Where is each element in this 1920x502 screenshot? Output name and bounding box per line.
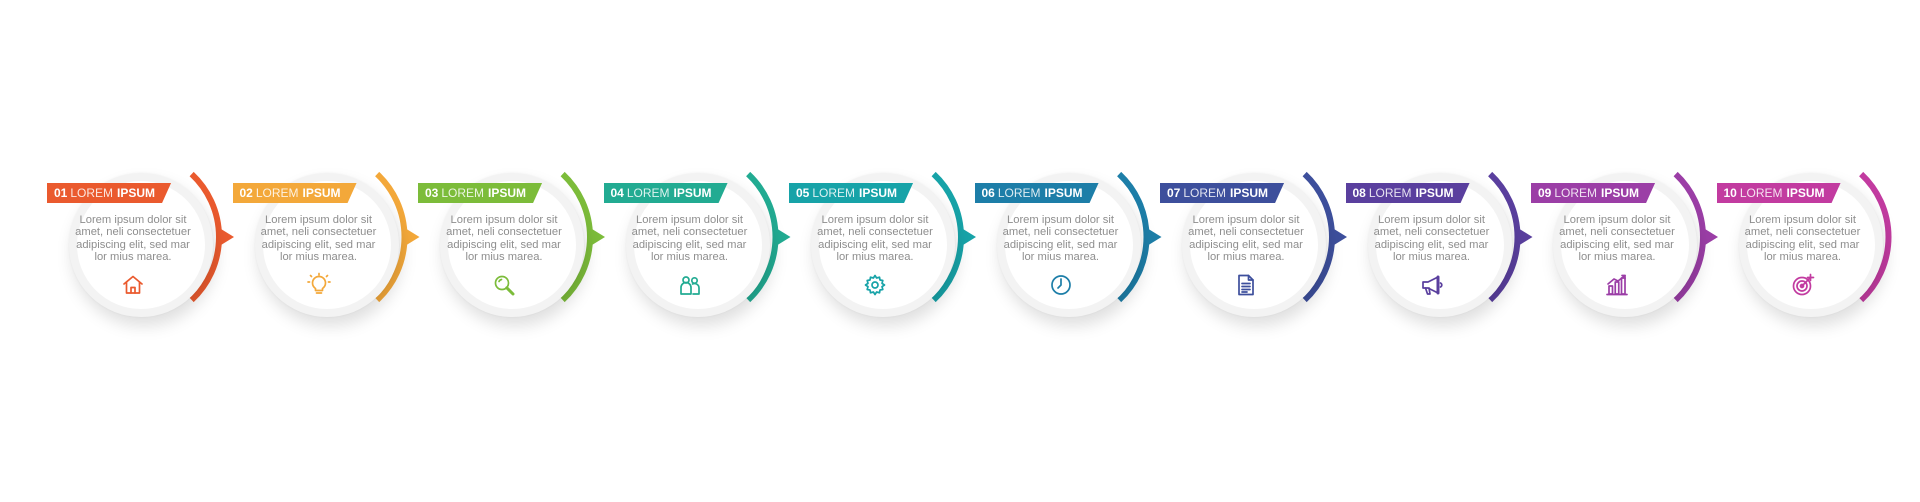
step-title-tag: 08 LOREM IPSUM xyxy=(1346,183,1470,203)
connector-arc xyxy=(189,171,222,303)
step-title-tag: 01 LOREM IPSUM xyxy=(47,183,171,203)
step-4: 04 LOREM IPSUM Lorem ipsum dolor sit ame… xyxy=(690,0,770,502)
connector-arc xyxy=(375,171,408,303)
arrow-icon xyxy=(1334,229,1347,245)
arrow-icon xyxy=(221,229,234,245)
step-3: 03 LOREM IPSUM Lorem ipsum dolor sit ame… xyxy=(504,0,584,502)
connector-arc xyxy=(560,171,593,303)
step-title-light: LOREM xyxy=(1554,186,1598,200)
step-number: 10 xyxy=(1723,186,1737,200)
arrow-icon xyxy=(1148,229,1162,245)
arrow-icon xyxy=(963,229,976,245)
step-5: 05 LOREM IPSUM Lorem ipsum dolor sit ame… xyxy=(875,0,955,502)
connector-arc xyxy=(1117,171,1150,303)
step-title-light: LOREM xyxy=(626,186,670,200)
arrow-icon xyxy=(406,229,420,245)
megaphone-icon xyxy=(1420,273,1444,297)
bar-chart-icon xyxy=(1605,273,1629,297)
users-icon xyxy=(678,273,702,297)
step-title-bold: IPSUM xyxy=(488,186,527,200)
step-description: Lorem ipsum dolor sit amet, neli consect… xyxy=(631,214,748,264)
connector-arc xyxy=(1302,171,1335,303)
step-description: Lorem ipsum dolor sit amet, neli consect… xyxy=(1373,214,1490,264)
arrow-icon xyxy=(1519,229,1533,245)
clock-icon xyxy=(1049,273,1073,297)
arrow-icon xyxy=(1705,229,1718,245)
target-icon xyxy=(1791,273,1815,297)
step-2: 02 LOREM IPSUM Lorem ipsum dolor sit ame… xyxy=(319,0,399,502)
step-title-tag: 10 LOREM IPSUM xyxy=(1717,183,1841,203)
step-title-bold: IPSUM xyxy=(859,186,898,200)
step-title-bold: IPSUM xyxy=(673,186,712,200)
step-title-bold: IPSUM xyxy=(1786,186,1825,200)
step-description: Lorem ipsum dolor sit amet, neli consect… xyxy=(446,214,562,264)
step-number: 01 xyxy=(54,186,68,200)
step-title-bold: IPSUM xyxy=(1230,186,1269,200)
step-title-tag: 04 LOREM IPSUM xyxy=(604,183,728,203)
step-6: 06 LOREM IPSUM Lorem ipsum dolor sit ame… xyxy=(1061,0,1141,502)
step-circle xyxy=(1367,173,1512,317)
arrow-icon xyxy=(592,229,605,245)
step-number: 06 xyxy=(981,186,995,200)
step-title-light: LOREM xyxy=(812,186,856,200)
step-description: Lorem ipsum dolor sit amet, neli consect… xyxy=(1559,214,1675,264)
step-title-tag: 09 LOREM IPSUM xyxy=(1531,183,1655,203)
step-title-light: LOREM xyxy=(1368,186,1412,200)
step-number: 04 xyxy=(610,186,624,200)
step-description: Lorem ipsum dolor sit amet, neli consect… xyxy=(75,214,191,264)
step-title-tag: 05 LOREM IPSUM xyxy=(789,183,913,203)
connector-arc xyxy=(1859,171,1892,303)
step-10: 10 LOREM IPSUM Lorem ipsum dolor sit ame… xyxy=(1803,0,1883,502)
step-title-bold: IPSUM xyxy=(117,186,156,200)
arrow-icon xyxy=(777,229,791,245)
home-icon xyxy=(121,273,145,297)
step-title-tag: 07 LOREM IPSUM xyxy=(1160,183,1284,203)
step-number: 03 xyxy=(425,186,439,200)
step-title-light: LOREM xyxy=(441,186,485,200)
step-title-light: LOREM xyxy=(255,186,299,200)
step-title-bold: IPSUM xyxy=(302,186,341,200)
step-description: Lorem ipsum dolor sit amet, neli consect… xyxy=(1002,214,1119,264)
step-title-light: LOREM xyxy=(70,186,114,200)
connector-arc xyxy=(1673,171,1706,303)
step-number: 08 xyxy=(1352,186,1366,200)
connector-arc xyxy=(1488,171,1521,303)
step-7: 07 LOREM IPSUM Lorem ipsum dolor sit ame… xyxy=(1246,0,1326,502)
step-title-bold: IPSUM xyxy=(1044,186,1083,200)
step-number: 09 xyxy=(1538,186,1552,200)
step-8: 08 LOREM IPSUM Lorem ipsum dolor sit ame… xyxy=(1432,0,1512,502)
connector-arc xyxy=(746,171,779,303)
step-title-tag: 03 LOREM IPSUM xyxy=(418,183,542,203)
step-title-tag: 06 LOREM IPSUM xyxy=(975,183,1099,203)
step-title-light: LOREM xyxy=(1183,186,1227,200)
lightbulb-icon xyxy=(306,272,331,297)
step-1: 01 LOREM IPSUM Lorem ipsum dolor sit ame… xyxy=(133,0,213,502)
document-icon xyxy=(1234,273,1258,297)
step-title-bold: IPSUM xyxy=(1601,186,1640,200)
step-9: 09 LOREM IPSUM Lorem ipsum dolor sit ame… xyxy=(1617,0,1697,502)
gear-icon xyxy=(863,273,887,297)
step-number: 02 xyxy=(239,186,253,200)
step-title-light: LOREM xyxy=(997,186,1041,200)
step-description: Lorem ipsum dolor sit amet, neli consect… xyxy=(817,214,933,264)
step-description: Lorem ipsum dolor sit amet, neli consect… xyxy=(1744,214,1861,264)
search-icon xyxy=(492,273,516,297)
step-description: Lorem ipsum dolor sit amet, neli consect… xyxy=(260,214,377,264)
step-title-bold: IPSUM xyxy=(1415,186,1454,200)
step-number: 05 xyxy=(796,186,810,200)
step-title-light: LOREM xyxy=(1739,186,1783,200)
step-number: 07 xyxy=(1167,186,1181,200)
step-description: Lorem ipsum dolor sit amet, neli consect… xyxy=(1188,214,1304,264)
connector-arc xyxy=(931,171,964,303)
step-title-tag: 02 LOREM IPSUM xyxy=(233,183,357,203)
